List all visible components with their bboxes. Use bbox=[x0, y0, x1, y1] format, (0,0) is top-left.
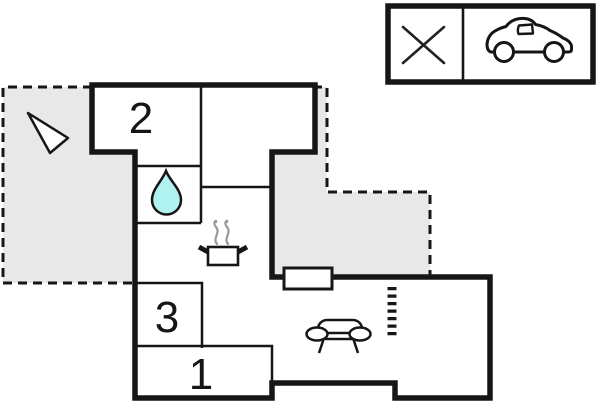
wall-room3 bbox=[136, 281, 204, 348]
terrace-left-area bbox=[3, 87, 137, 283]
terrace-right-area bbox=[272, 87, 430, 277]
cooking-pot-icon bbox=[197, 244, 249, 267]
terrace-right bbox=[272, 85, 432, 277]
room-3-label: 3 bbox=[155, 293, 179, 342]
water-drop-icon bbox=[150, 167, 183, 216]
room-1-label: 1 bbox=[189, 350, 213, 399]
sofa-icon bbox=[305, 318, 372, 354]
entrance-arrow-icon bbox=[26, 111, 70, 155]
window-symbol bbox=[282, 266, 334, 291]
cross-icon bbox=[401, 25, 446, 65]
legend-box bbox=[385, 3, 596, 85]
wall-room1 bbox=[134, 344, 274, 383]
terrace-left bbox=[1, 85, 137, 285]
steam-icon bbox=[213, 219, 230, 246]
car-icon bbox=[485, 16, 573, 63]
room-2-label: 2 bbox=[129, 94, 153, 143]
interior-walls bbox=[134, 85, 274, 383]
terrace-left-dashed-border bbox=[1, 85, 137, 285]
